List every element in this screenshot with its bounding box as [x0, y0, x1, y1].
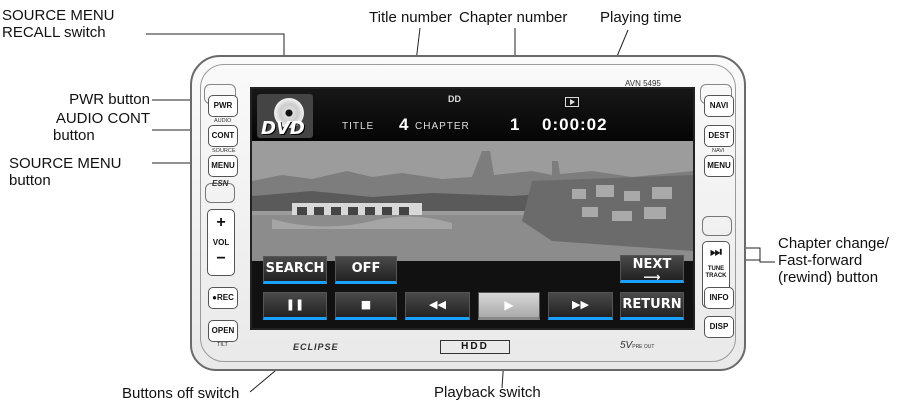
pause-button[interactable]: ❚❚ — [263, 292, 327, 320]
esn-logo: ESN — [212, 179, 228, 188]
chapter-label: CHAPTER — [415, 121, 470, 132]
playing-time: 0:00:02 — [542, 115, 608, 135]
callout-source-menu-recall: SOURCE MENU RECALL switch — [2, 7, 115, 41]
right-mid-contour — [702, 216, 732, 236]
title-number: 4 — [399, 115, 408, 135]
status-bar: DVD TITLE 4 CHAPTER DD 1 0:00:02 — [252, 89, 693, 141]
vol-plus-button[interactable]: + — [208, 214, 234, 232]
fast-forward-button[interactable]: ▶▶ — [548, 292, 613, 320]
open-button[interactable]: OPEN — [208, 320, 238, 342]
callout-playback-switch: Playback switch — [434, 384, 541, 401]
rewind-button[interactable]: ◀◀ — [405, 292, 470, 320]
callout-pwr-button: PWR button — [46, 91, 150, 108]
playback-switch[interactable]: ▶ — [478, 292, 540, 320]
pwr-button[interactable]: PWR — [208, 95, 238, 117]
callout-chapter-number: Chapter number — [459, 9, 567, 26]
search-button[interactable]: SEARCH — [263, 256, 327, 284]
dest-button[interactable]: DEST — [704, 125, 734, 147]
source-menu-button[interactable]: MENU — [208, 155, 238, 177]
source-menu-recall-switch[interactable]: DVD — [257, 94, 313, 138]
next-button[interactable]: NEXT ⟶ — [620, 255, 684, 283]
callout-buttons-off-switch: Buttons off switch — [122, 385, 239, 402]
tune-track-label: TUNE TRACK — [703, 266, 729, 280]
hdd-badge: HDD — [440, 340, 510, 354]
dvd-logo-text: DVD — [261, 118, 305, 139]
cont-sub-label: SOURCE — [212, 148, 236, 154]
info-button[interactable]: INFO — [704, 287, 734, 309]
pwr-sub-label: AUDIO — [214, 118, 231, 124]
callout-audio-cont-button: AUDIO CONT button — [28, 110, 150, 144]
open-sub-label: TILT — [217, 342, 228, 348]
callout-source-menu-button: SOURCE MENU button — [9, 155, 122, 189]
stop-button[interactable]: ■ — [335, 292, 397, 320]
volume-rocker[interactable]: + VOL − — [207, 209, 235, 276]
vol-minus-button[interactable]: − — [208, 250, 234, 268]
vol-label: VOL — [208, 238, 234, 247]
next-arrow-icon: ⟶ — [621, 272, 683, 282]
right-menu-button[interactable]: MENU — [704, 155, 734, 177]
dest-sub-label: NAVI — [712, 148, 724, 154]
disp-button[interactable]: DISP — [704, 316, 734, 338]
title-label: TITLE — [342, 121, 374, 132]
navi-button[interactable]: NAVI — [704, 95, 734, 117]
return-button[interactable]: RETURN — [620, 292, 684, 320]
callout-chapter-change-button: Chapter change/ Fast-forward (rewind) bu… — [778, 235, 889, 286]
dolby-digital-icon: DD — [448, 94, 461, 104]
buttons-off-switch[interactable]: OFF — [335, 256, 397, 284]
brand-logo: ECLIPSE — [293, 342, 339, 352]
five-v-pre-out-badge: 5VPRE OUT — [620, 340, 654, 351]
play-indicator-icon — [565, 97, 579, 107]
rec-button[interactable]: ●REC — [208, 287, 238, 309]
chapter-number: 1 — [510, 115, 519, 135]
callout-title-number: Title number — [369, 9, 452, 26]
track-up-icon[interactable]: ⏭ — [703, 244, 729, 260]
audio-cont-button[interactable]: CONT — [208, 125, 238, 147]
callout-playing-time: Playing time — [600, 9, 682, 26]
video-frame — [252, 141, 693, 261]
